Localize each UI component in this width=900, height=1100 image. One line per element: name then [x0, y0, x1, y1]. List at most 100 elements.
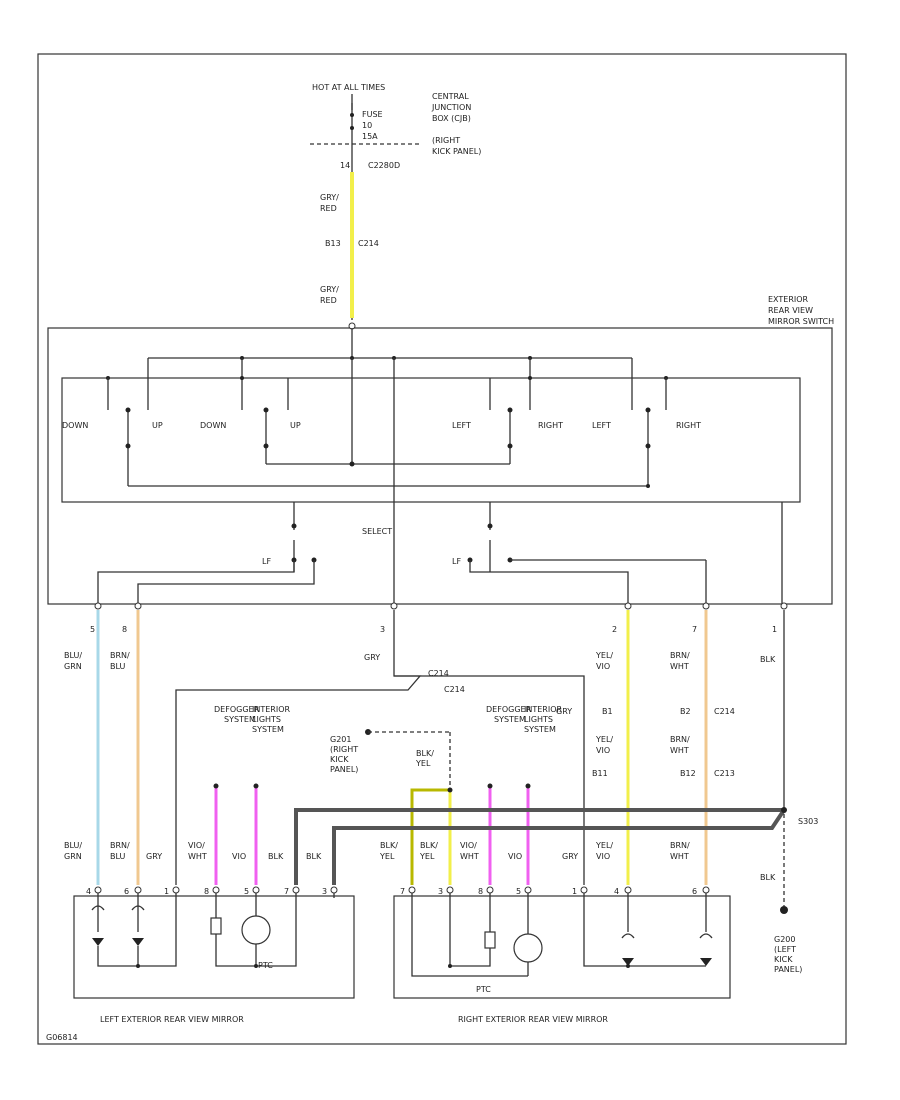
lm-pin-1: 4	[86, 887, 91, 896]
wire-label-gry-2: GRY	[556, 707, 572, 716]
select-pos-right: LF	[452, 557, 461, 566]
rm-pin-1: 7	[400, 887, 405, 896]
wire-label-yel-1: YEL/	[595, 651, 613, 660]
pin-b1: B1	[602, 707, 613, 716]
wire-blk-yel-1	[410, 788, 450, 885]
switch-title-1: EXTERIOR	[768, 295, 809, 304]
system-a-1: DEFOGGER	[214, 705, 260, 714]
rm-motor-diode-1-icon	[622, 958, 634, 966]
switch-pin-2: 8	[122, 625, 127, 634]
rm-motor-1-icon	[621, 933, 635, 939]
system-c-2: SYSTEM	[494, 715, 526, 724]
switch-output-pins	[94, 602, 788, 610]
rm-pin-7: 6	[692, 887, 697, 896]
g200-line-3: KICK	[774, 955, 793, 964]
source-connector: C2280D	[368, 161, 400, 170]
lm-pin-2: 6	[124, 887, 129, 896]
rm-wire-3b: WHT	[460, 852, 479, 861]
rm-component: PTC	[476, 985, 491, 994]
g201-wire-1: BLK/	[416, 749, 434, 758]
conn-c214-top: C214	[428, 669, 449, 678]
pin-b2: B2	[680, 707, 691, 716]
switch-pin-4: 2	[612, 625, 617, 634]
g200-wire: BLK	[760, 873, 776, 882]
lm-lamp-icon	[241, 915, 271, 945]
wire-label-brn-1: BRN/	[110, 651, 130, 660]
junction-line-4: (RIGHT	[432, 136, 460, 145]
fuse-rating: 15A	[362, 132, 378, 141]
system-d-2: LIGHTS	[524, 715, 553, 724]
rm-wire-4: VIO	[508, 852, 522, 861]
lm-wire-4b: WHT	[188, 852, 207, 861]
rm-pin-2: 3	[438, 887, 443, 896]
g201-wire-2: YEL	[415, 759, 431, 768]
rm-wire-3a: VIO/	[460, 841, 477, 850]
rm-wire-5: GRY	[562, 852, 578, 861]
lm-wire-1b: GRN	[64, 852, 82, 861]
lm-wire-4a: VIO/	[188, 841, 205, 850]
lm-wire-1a: BLU/	[64, 841, 82, 850]
switch-inner-frame	[61, 377, 801, 503]
system-b-2: LIGHTS	[252, 715, 281, 724]
switch-title-2: REAR VIEW	[768, 306, 813, 315]
rm-pin-6: 4	[614, 887, 619, 896]
wire-label-brnwht-1: BRN/	[670, 651, 690, 660]
lm-wire-5: VIO	[232, 852, 246, 861]
feed-color-top-1: GRY/	[320, 193, 339, 202]
rm-wire-6b: VIO	[596, 852, 610, 861]
lm-wire-3: GRY	[146, 852, 162, 861]
switch-pin-6: 1	[772, 625, 777, 634]
system-d-1: INTERIOR	[524, 705, 563, 714]
switch-label-right-1: RIGHT	[538, 421, 563, 430]
lm-component: PTC	[258, 961, 273, 970]
splice-s303: S303	[798, 817, 818, 826]
switch-label-down-2: DOWN	[200, 421, 226, 430]
switch-label-right-2: RIGHT	[676, 421, 701, 430]
wire-label-gry: GRY	[364, 653, 380, 662]
system-c-1: DEFOGGER	[486, 705, 532, 714]
pin-b11: B11	[592, 769, 608, 778]
feed-color-top-2: RED	[320, 204, 337, 213]
junction-line-3: BOX (CJB)	[432, 114, 471, 123]
select-label: SELECT	[362, 527, 392, 536]
right-mirror-title: RIGHT EXTERIOR REAR VIEW MIRROR	[458, 1015, 608, 1024]
rm-wire-1b: YEL	[379, 852, 395, 861]
rm-pin-5: 1	[572, 887, 577, 896]
ground-bus-1	[294, 808, 784, 885]
lm-wire-2a: BRN/	[110, 841, 130, 850]
wire-label-brn2-2: WHT	[670, 746, 689, 755]
rm-pin-4: 5	[516, 887, 521, 896]
switch-pin-1: 5	[90, 625, 95, 634]
rm-heater-icon	[484, 931, 496, 949]
rm-motor-2-icon	[699, 933, 713, 939]
switch-label-left-1: LEFT	[452, 421, 471, 430]
rm-motor-diode-2-icon	[700, 958, 712, 966]
junction-line-5: KICK PANEL)	[432, 147, 481, 156]
switch-pin-3: 3	[380, 625, 385, 634]
system-d-3: SYSTEM	[524, 725, 556, 734]
g200-line-4: PANEL)	[774, 965, 802, 974]
wire-label-yel2-2: VIO	[596, 746, 610, 755]
lm-pin-6: 7	[284, 887, 289, 896]
source-pin: 14	[340, 161, 350, 170]
figure-id: G06814	[46, 1033, 78, 1042]
right-mirror-pins	[408, 886, 710, 894]
g201-line-2: (RIGHT	[330, 745, 358, 754]
feed-color-bottom-2: RED	[320, 296, 337, 305]
pin-b12: B12	[680, 769, 696, 778]
wire-label-blu-1: BLU/	[64, 651, 82, 660]
ground-bus-2	[332, 808, 786, 885]
junction-line-1: CENTRAL	[432, 92, 469, 101]
wire-label-yel2-1: YEL/	[595, 735, 613, 744]
switch-pin-5: 7	[692, 625, 697, 634]
fuse-label: FUSE	[362, 110, 383, 119]
wire-label-blk: BLK	[760, 655, 776, 664]
lm-wire-6: BLK	[268, 852, 284, 861]
mirror-switch-box	[47, 327, 833, 605]
feed-inline-pin: B13	[325, 239, 341, 248]
lm-wire-7: BLK	[306, 852, 322, 861]
feed-inline-connector: C214	[358, 239, 379, 248]
g200-line-1: G200	[774, 935, 795, 944]
switch-title-3: MIRROR SWITCH	[768, 317, 834, 326]
